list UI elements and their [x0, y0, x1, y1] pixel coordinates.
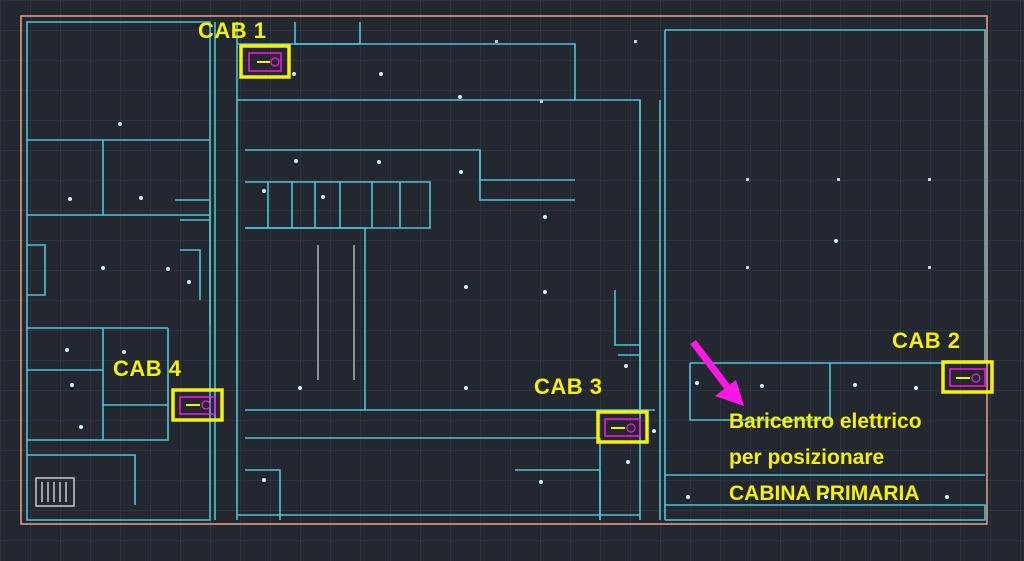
- building-outline: [20, 15, 988, 525]
- cab3-marker: [596, 410, 649, 444]
- walls: [26, 21, 986, 521]
- annotation-line-2: per posizionare: [729, 446, 885, 469]
- fixture-dots: [65, 72, 949, 499]
- annotation-line-3: CABINA PRIMARIA: [729, 482, 920, 505]
- barycenter-annotation: Baricentro elettrico per posizionare CAB…: [729, 404, 922, 512]
- staircase: [35, 477, 75, 507]
- cab2-marker: [941, 360, 994, 394]
- cab4-label: CAB 4: [113, 356, 182, 381]
- pillar-lines: [317, 245, 355, 380]
- cab2-label: CAB 2: [892, 328, 961, 353]
- annotation-line-1: Baricentro elettrico: [729, 410, 922, 433]
- barycenter-arrow-icon: [690, 339, 744, 406]
- cab1-label: CAB 1: [198, 18, 267, 43]
- cab1-marker: [239, 44, 291, 79]
- grid-marks: [495, 40, 931, 269]
- cab3-label: CAB 3: [534, 374, 603, 399]
- cab4-marker: [171, 388, 224, 422]
